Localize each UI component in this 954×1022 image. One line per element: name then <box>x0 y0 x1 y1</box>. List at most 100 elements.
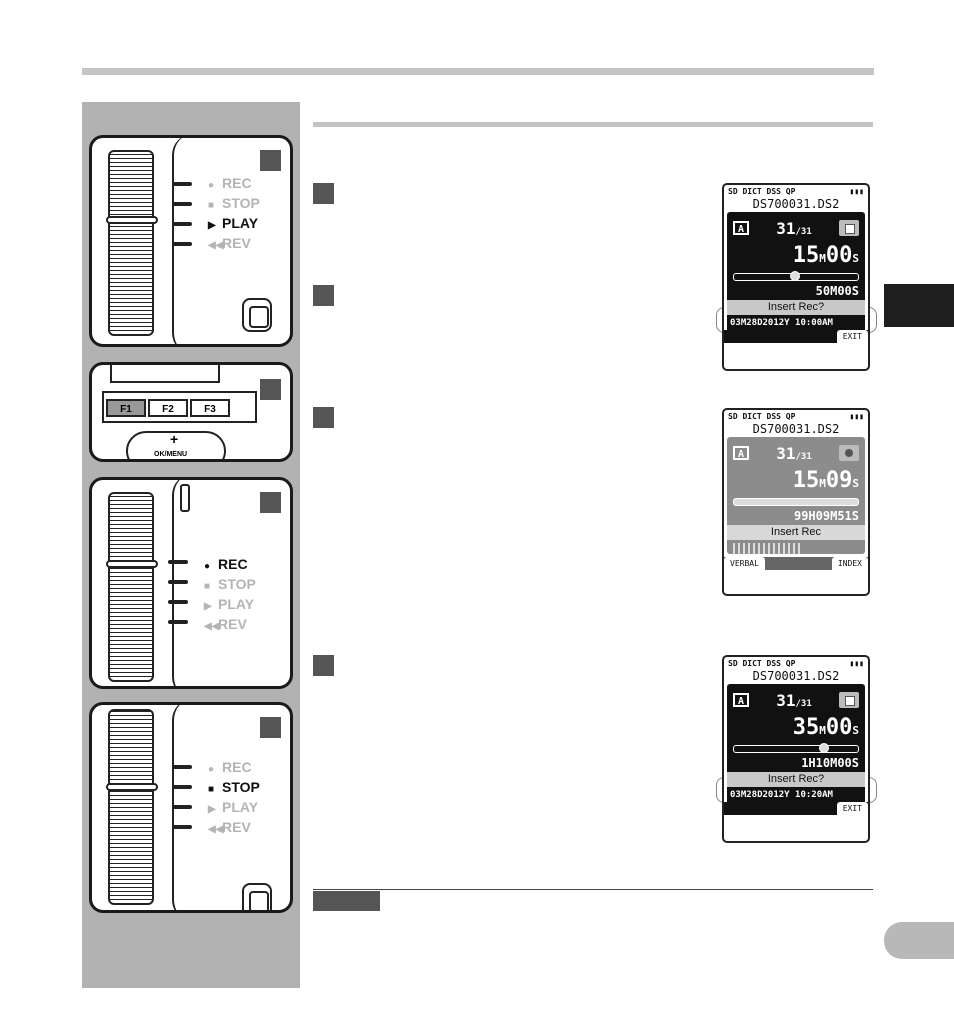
switch-detent <box>168 580 188 584</box>
file-name: DS700031.DS2 <box>752 197 840 211</box>
recording-date: 03M28D2012Y 10:00AM <box>727 317 865 330</box>
slide-switch-play-panel: ●REC ■STOP ▶PLAY ◀◀REV <box>89 135 293 347</box>
play-position-label: ▶PLAY <box>204 596 255 612</box>
battery-icon: ▮▮▮ <box>849 411 864 421</box>
plus-key-label: + <box>170 431 179 447</box>
play-position-label: ▶PLAY <box>208 799 259 815</box>
lcd-screen-insert-done: SD DICT DSS QP ▮▮▮ DS700031.DS2 A 31/31 3… <box>722 655 870 843</box>
rev-label: REV <box>222 819 251 835</box>
rev-label: REV <box>218 616 247 632</box>
lcd-screen-inserting: SD DICT DSS QP▮▮▮ DS700031.DS2 A 31/31 1… <box>722 408 870 596</box>
switch-detent <box>172 242 192 246</box>
switch-detent <box>172 765 192 769</box>
file-total: /31 <box>795 226 812 237</box>
display-bezel <box>110 365 220 383</box>
file-counter: 31/31 <box>749 219 839 238</box>
screen-body: A 31/31 35M00S 1H10M00S Insert Rec? 03M2… <box>727 684 865 802</box>
stop-label: STOP <box>218 576 256 592</box>
f3-button[interactable]: F3 <box>190 399 230 417</box>
switch-detent <box>172 785 192 789</box>
index-softkey: INDEX <box>831 557 868 570</box>
file-number: 31 <box>776 443 796 463</box>
key-surround <box>102 391 257 423</box>
stop-position-label: ■STOP <box>208 779 260 795</box>
file-total: /31 <box>795 451 812 462</box>
elapsed-time: 15M00S <box>727 242 865 273</box>
battery-icon: ▮▮▮ <box>849 186 864 196</box>
elapsed-minutes: 15 <box>792 243 820 268</box>
scroll-wheel <box>108 709 154 905</box>
file-counter: 31/31 <box>749 444 839 463</box>
step-marker-4 <box>313 655 334 676</box>
step-marker-2 <box>313 285 334 306</box>
folder-icon: A <box>733 446 749 460</box>
exit-softkey: EXIT <box>836 802 868 815</box>
switch-detent <box>172 222 192 226</box>
rev-position-label: ◀◀REV <box>204 616 247 632</box>
softkey-bar: VERBAL INDEX <box>724 557 868 570</box>
second-unit: S <box>852 252 859 265</box>
rev-position-label: ◀◀REV <box>208 819 251 835</box>
panel-step-marker <box>260 379 281 400</box>
file-number: 31 <box>776 218 796 238</box>
elapsed-time: 15M09S <box>727 467 865 498</box>
f2-button[interactable]: F2 <box>148 399 188 417</box>
insert-rec-status: Insert Rec <box>727 525 865 540</box>
function-key-panel: F1 F2 F3 + OK/MENU <box>89 362 293 462</box>
insert-rec-prompt: Insert Rec? <box>727 772 865 787</box>
hold-switch <box>242 298 272 332</box>
status-bar: SD DICT DSS QP ▮▮▮ <box>724 185 868 197</box>
panel-step-marker <box>260 492 281 513</box>
chapter-tab <box>884 284 954 327</box>
rec-label: REC <box>222 759 252 775</box>
file-counter: 31/31 <box>749 691 839 710</box>
rec-label: REC <box>222 175 252 191</box>
wheel-notch <box>106 216 158 224</box>
lcd-screen-insert-confirm: SD DICT DSS QP ▮▮▮ DS700031.DS2 A 31/31 1… <box>722 183 870 371</box>
screen-body: A 31/31 15M09S 99H09M51S Insert Rec <box>727 437 865 554</box>
level-meter <box>733 543 803 554</box>
second-unit: S <box>852 477 859 490</box>
step-marker-3 <box>313 407 334 428</box>
switch-detent <box>172 202 192 206</box>
stop-position-label: ■STOP <box>208 195 260 211</box>
minute-unit: M <box>819 252 826 265</box>
note-rule <box>313 889 873 890</box>
elapsed-seconds: 00 <box>825 243 853 268</box>
folder-icon: A <box>733 221 749 235</box>
position-bar <box>733 743 859 753</box>
panel-step-marker <box>260 717 281 738</box>
file-length: 50M00S <box>815 284 859 298</box>
play-position-label: ▶PLAY <box>208 215 259 231</box>
scroll-wheel <box>108 492 154 682</box>
rev-label: REV <box>222 235 251 251</box>
file-length: 1H10M00S <box>801 756 859 770</box>
screen-callout-bracket <box>866 307 877 333</box>
screen-callout-bracket <box>716 777 727 803</box>
file-number: 31 <box>776 690 796 710</box>
screen-callout-bracket <box>866 777 877 803</box>
battery-icon: ▮▮▮ <box>849 658 864 668</box>
minute-unit: M <box>819 724 826 737</box>
softkey-bar: EXIT <box>724 330 868 343</box>
navigation-pad[interactable] <box>126 431 226 459</box>
status-icons: SD DICT DSS QP <box>728 411 796 421</box>
file-name: DS700031.DS2 <box>752 669 840 683</box>
switch-detent <box>172 825 192 829</box>
rec-label: REC <box>218 556 248 572</box>
scroll-wheel <box>108 150 154 336</box>
file-total: /31 <box>795 698 812 709</box>
remaining-time: 99H09M51S <box>793 509 859 523</box>
page-number-tab <box>884 922 954 959</box>
f1-button[interactable]: F1 <box>106 399 146 417</box>
status-icons: SD DICT DSS QP <box>728 186 796 196</box>
folder-icon: A <box>733 693 749 707</box>
minute-unit: M <box>819 477 826 490</box>
switch-slider <box>180 484 190 512</box>
status-icons: SD DICT DSS QP <box>728 658 796 668</box>
wheel-notch <box>106 560 158 568</box>
position-bar <box>733 498 859 506</box>
ok-menu-label: OK/MENU <box>154 451 188 458</box>
top-rule <box>82 68 874 75</box>
switch-detent <box>172 182 192 186</box>
